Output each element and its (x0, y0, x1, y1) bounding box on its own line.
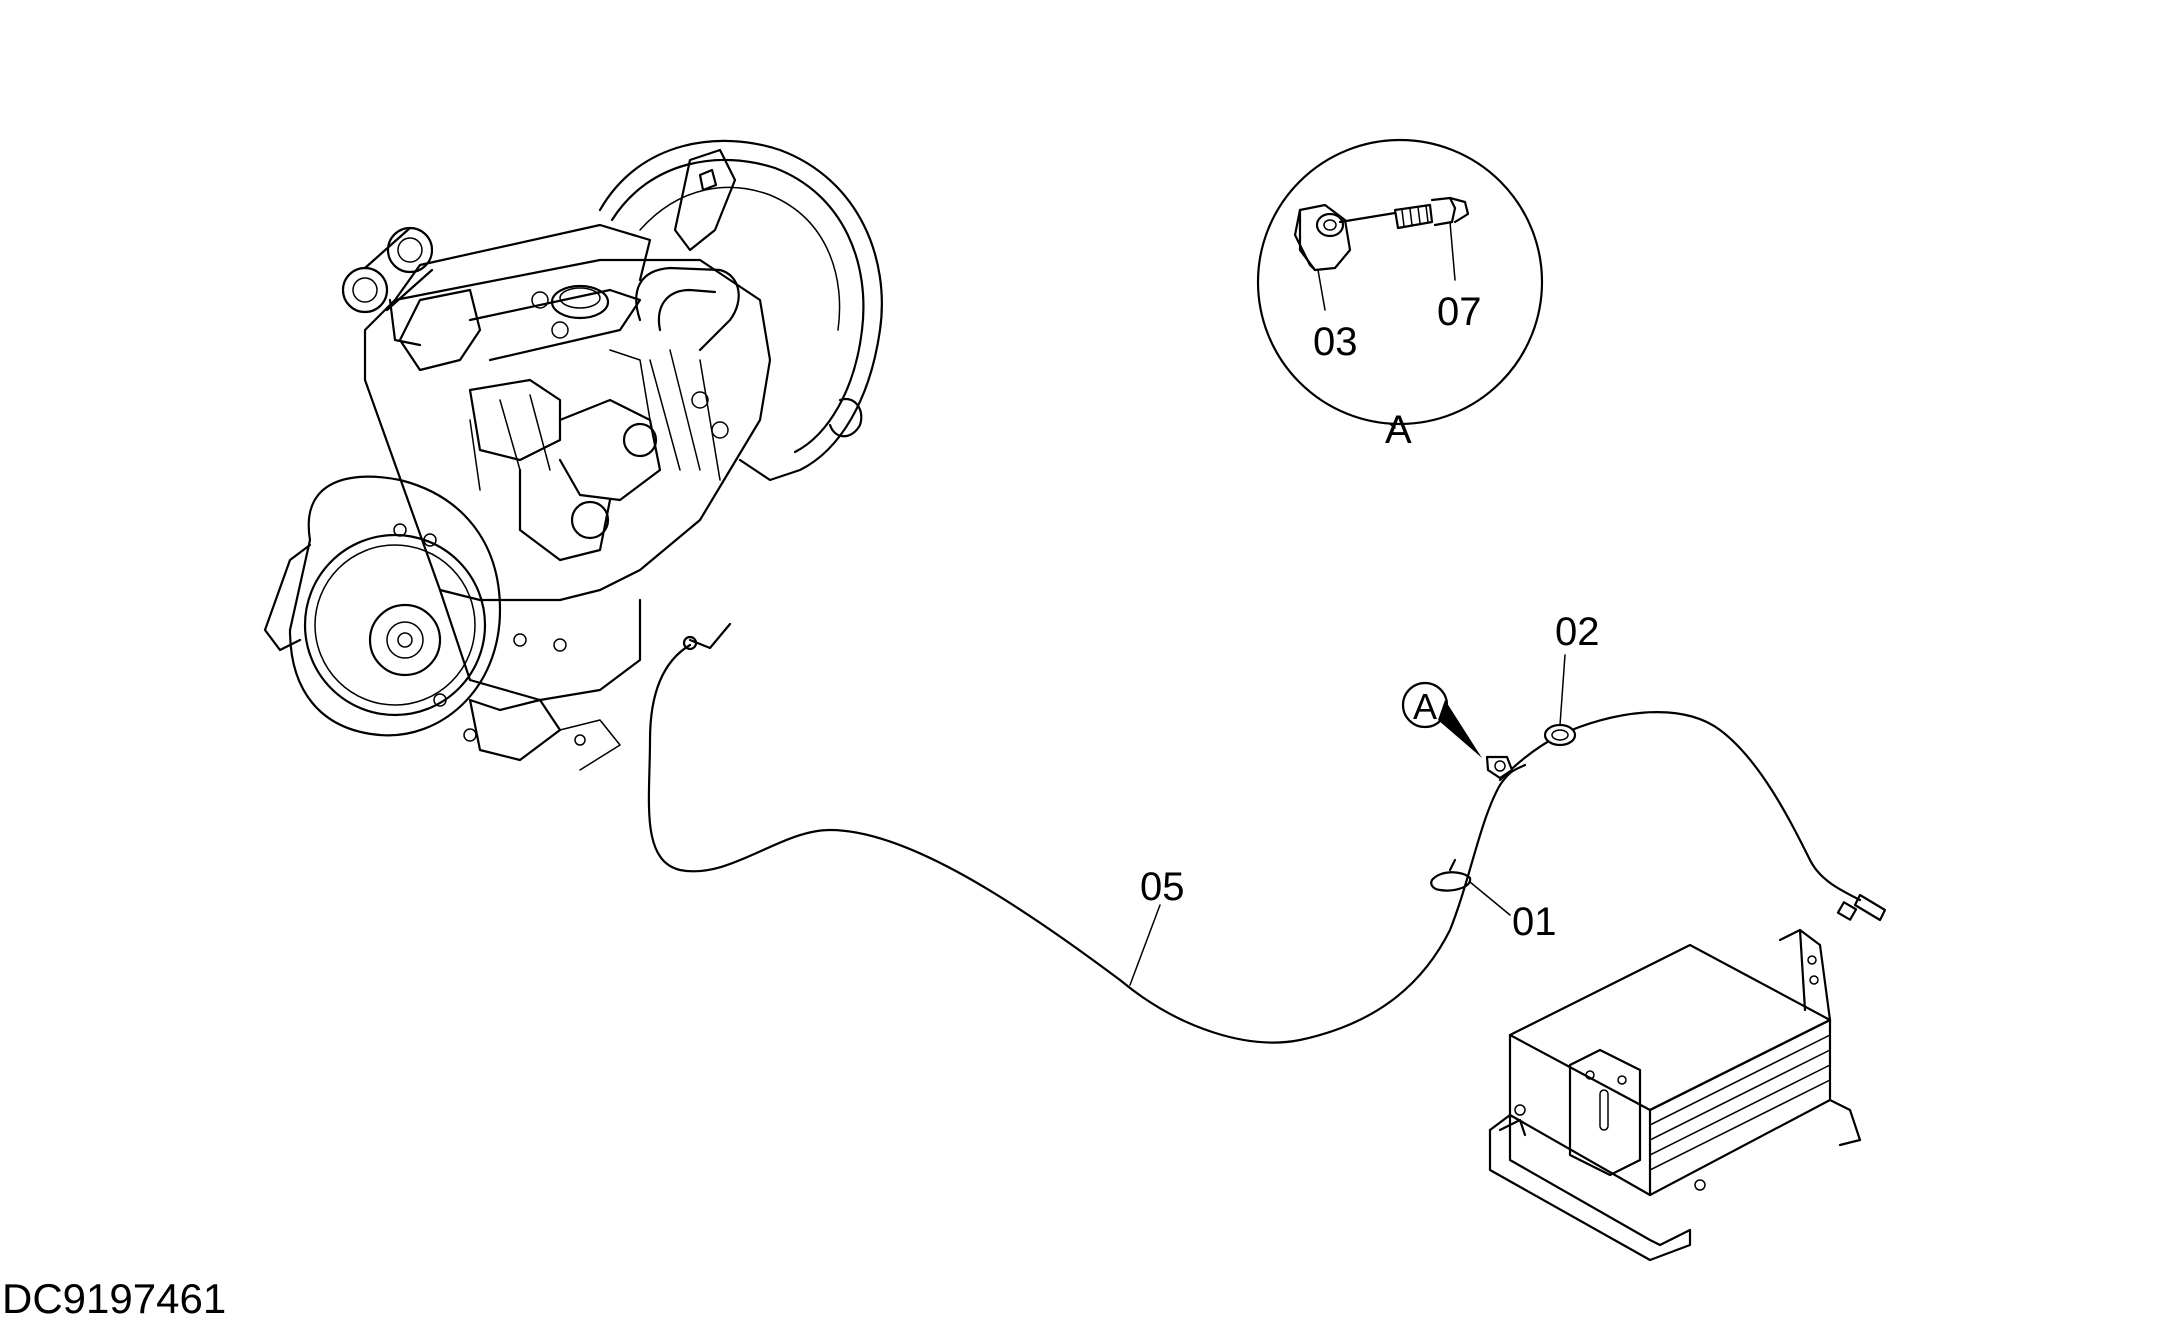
engine-assembly (263, 139, 883, 771)
drawing-code: DC9197461 (2, 1275, 227, 1322)
label-05: 05 (1140, 865, 1185, 909)
label-a-detail: A (1385, 408, 1412, 452)
cable-connector (1836, 893, 1887, 922)
label-03: 03 (1313, 320, 1358, 364)
leader-a-detail (1389, 423, 1396, 429)
leader-01 (1469, 881, 1511, 916)
clip-03-on-cable (1485, 755, 1514, 780)
label-01: 01 (1512, 900, 1557, 944)
detail-clip-03 (1293, 203, 1352, 272)
label-02: 02 (1555, 610, 1600, 654)
controller-box (1488, 928, 1862, 1262)
callout-a (1401, 681, 1482, 758)
grommet-02 (1543, 723, 1577, 747)
cable-05 (647, 643, 1527, 1044)
detail-view-a (1256, 138, 1544, 426)
leader-02 (1559, 654, 1566, 726)
label-07: 07 (1437, 290, 1482, 334)
label-a-callout: A (1413, 686, 1437, 727)
detail-bolt-07 (1338, 196, 1470, 230)
leader-05 (1129, 904, 1161, 986)
band-01 (1430, 858, 1472, 892)
